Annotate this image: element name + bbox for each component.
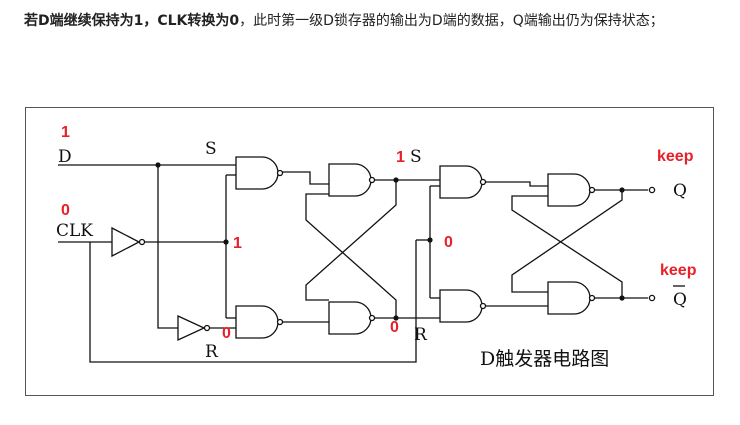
- description-text: ，此时第一级D锁存器的输出为D端的数据，Q端输出仍为保持状态；: [239, 13, 664, 29]
- label-s1: S: [205, 139, 217, 159]
- nand-bubble-2: [276, 318, 284, 326]
- annotation-clk-value: 0: [61, 202, 70, 219]
- nand-bubble-6: [479, 302, 487, 310]
- nand-bubble-3: [368, 176, 376, 184]
- nand-gate-7: [547, 173, 591, 207]
- nand-gate-2: [235, 305, 279, 339]
- nand-bubble-8: [588, 294, 596, 302]
- inverter-bubble-1: [138, 238, 146, 246]
- nand-gate-4: [328, 301, 372, 335]
- description-bold-text: 若D端继续保持为1，CLK转换为0: [24, 13, 240, 29]
- annotation-gate-r-in: 0: [222, 325, 231, 342]
- label-r1: R: [205, 342, 219, 362]
- nand-gate-1: [235, 156, 279, 190]
- nand-gate-8: [547, 281, 591, 315]
- annotation-keep-qbar: keep: [660, 262, 697, 279]
- label-clk: CLK: [56, 221, 93, 241]
- nand-gate-6: [439, 289, 483, 323]
- nand-gate-3: [328, 163, 372, 197]
- annotation-d-value: 1: [61, 124, 70, 141]
- nand-bubble-5: [479, 178, 487, 186]
- inverter-2: [177, 314, 206, 342]
- annotation-gate-s-in: 1: [233, 235, 242, 252]
- annotation-second-in: 0: [444, 234, 453, 251]
- nand-bubble-1: [276, 169, 284, 177]
- label-d: D: [58, 147, 72, 167]
- output-terminals: [648, 186, 656, 302]
- label-r2: R: [414, 325, 428, 345]
- nand-gate-5: [439, 165, 483, 199]
- wires: [58, 164, 648, 363]
- logic-gates: [111, 156, 596, 342]
- diagram-caption: D触发器电路图: [480, 348, 609, 370]
- annotation-s-out: 1: [396, 149, 405, 166]
- annotation-r-out: 0: [390, 319, 399, 336]
- label-q: Q: [673, 181, 687, 201]
- label-s2: S: [410, 147, 422, 167]
- nand-bubble-4: [368, 314, 376, 322]
- annotation-keep-q: keep: [657, 148, 694, 165]
- description-paragraph: 若D端继续保持为1，CLK转换为0，此时第一级D锁存器的输出为D端的数据，Q端输…: [24, 9, 724, 33]
- label-qbar: Q: [673, 290, 687, 310]
- nand-bubble-7: [588, 186, 596, 194]
- diagram-frame: [25, 107, 714, 396]
- inverter-bubble-2: [203, 324, 211, 332]
- junction-dots: [155, 162, 625, 321]
- inverter-1: [111, 226, 141, 258]
